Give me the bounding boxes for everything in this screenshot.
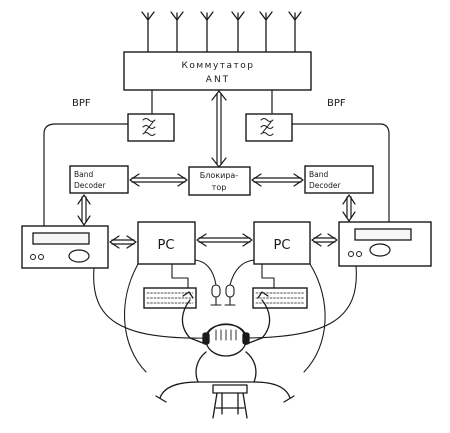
- band-decoder-right: Band Decoder: [304, 165, 374, 194]
- filter-right-icon: [260, 118, 274, 136]
- antenna-4-icon: [231, 11, 245, 53]
- blocker-label-1: Блокира-: [200, 171, 239, 180]
- bpf-right: [245, 113, 293, 142]
- antenna-2-icon: [170, 11, 184, 53]
- antenna-5-icon: [259, 11, 273, 53]
- antenna-1-icon: [141, 11, 155, 53]
- transceiver-left-knob-small-2: [38, 254, 44, 260]
- bpf-right-label: BPF: [327, 98, 346, 109]
- antenna-switch-label-1: Коммутатор: [181, 61, 254, 71]
- antenna-3-icon: [200, 11, 214, 53]
- transceiver-right-knob-small-2: [356, 251, 362, 257]
- bpf-feed-lines: [151, 89, 273, 115]
- antenna-switch: Коммутатор ANT: [123, 51, 312, 91]
- transceiver-right-tuning-knob: [369, 243, 391, 257]
- filter-left-icon: [142, 118, 156, 136]
- operator-legs: [159, 381, 291, 399]
- operator-right-arm: [243, 299, 271, 346]
- pc-right-label: PC: [274, 238, 291, 253]
- bpf-left: [127, 113, 175, 142]
- decoder-radio-arrows: [77, 194, 356, 226]
- operator-torso: [195, 351, 257, 383]
- operator-left-arm: [181, 299, 209, 346]
- transceiver-left-tuning-knob: [68, 249, 90, 263]
- transceiver-left-knob-small-1: [30, 254, 36, 260]
- antenna-switch-label-2: ANT: [206, 75, 230, 85]
- data-link-arrows: [109, 233, 338, 249]
- antenna-6-icon: [288, 11, 302, 53]
- antenna-array: [141, 11, 302, 53]
- transceiver-right-display: [354, 228, 412, 241]
- decoder-blocker-arrows: [129, 173, 304, 187]
- band-decoder-left-label-1: Band: [74, 170, 93, 179]
- keyboard-cables: [171, 263, 275, 289]
- switch-blocker-arrow: [211, 90, 227, 168]
- blocker-label-2: тор: [212, 183, 227, 192]
- band-decoder-left-label-2: Decoder: [74, 181, 106, 190]
- bpf-radio-lines: [43, 123, 390, 227]
- microphone-cables: [194, 259, 255, 286]
- microphone-right-icon: [224, 284, 236, 306]
- keyboard-left-icon: [143, 287, 197, 309]
- bpf-left-label: BPF: [72, 98, 91, 109]
- band-decoder-right-label-2: Decoder: [309, 181, 341, 190]
- keyboard-right-icon: [252, 287, 308, 309]
- microphone-left-icon: [210, 284, 222, 306]
- band-decoder-left: Band Decoder: [69, 165, 129, 194]
- stool-icon: [212, 384, 248, 419]
- transceiver-right-knob-small-1: [348, 251, 354, 257]
- blocker: Блокира- тор: [188, 166, 251, 196]
- transceiver-right: [338, 221, 432, 267]
- operator-figure: [155, 291, 295, 419]
- pc-right: PC: [253, 221, 311, 265]
- transceiver-left-display: [32, 232, 90, 245]
- band-decoder-right-label-1: Band: [309, 170, 328, 179]
- pc-left-label: PC: [158, 238, 175, 253]
- pc-left: PC: [137, 221, 196, 265]
- headphone-cables: [93, 265, 357, 339]
- transceiver-left: [21, 225, 109, 269]
- operator-cable-loops: [124, 263, 326, 373]
